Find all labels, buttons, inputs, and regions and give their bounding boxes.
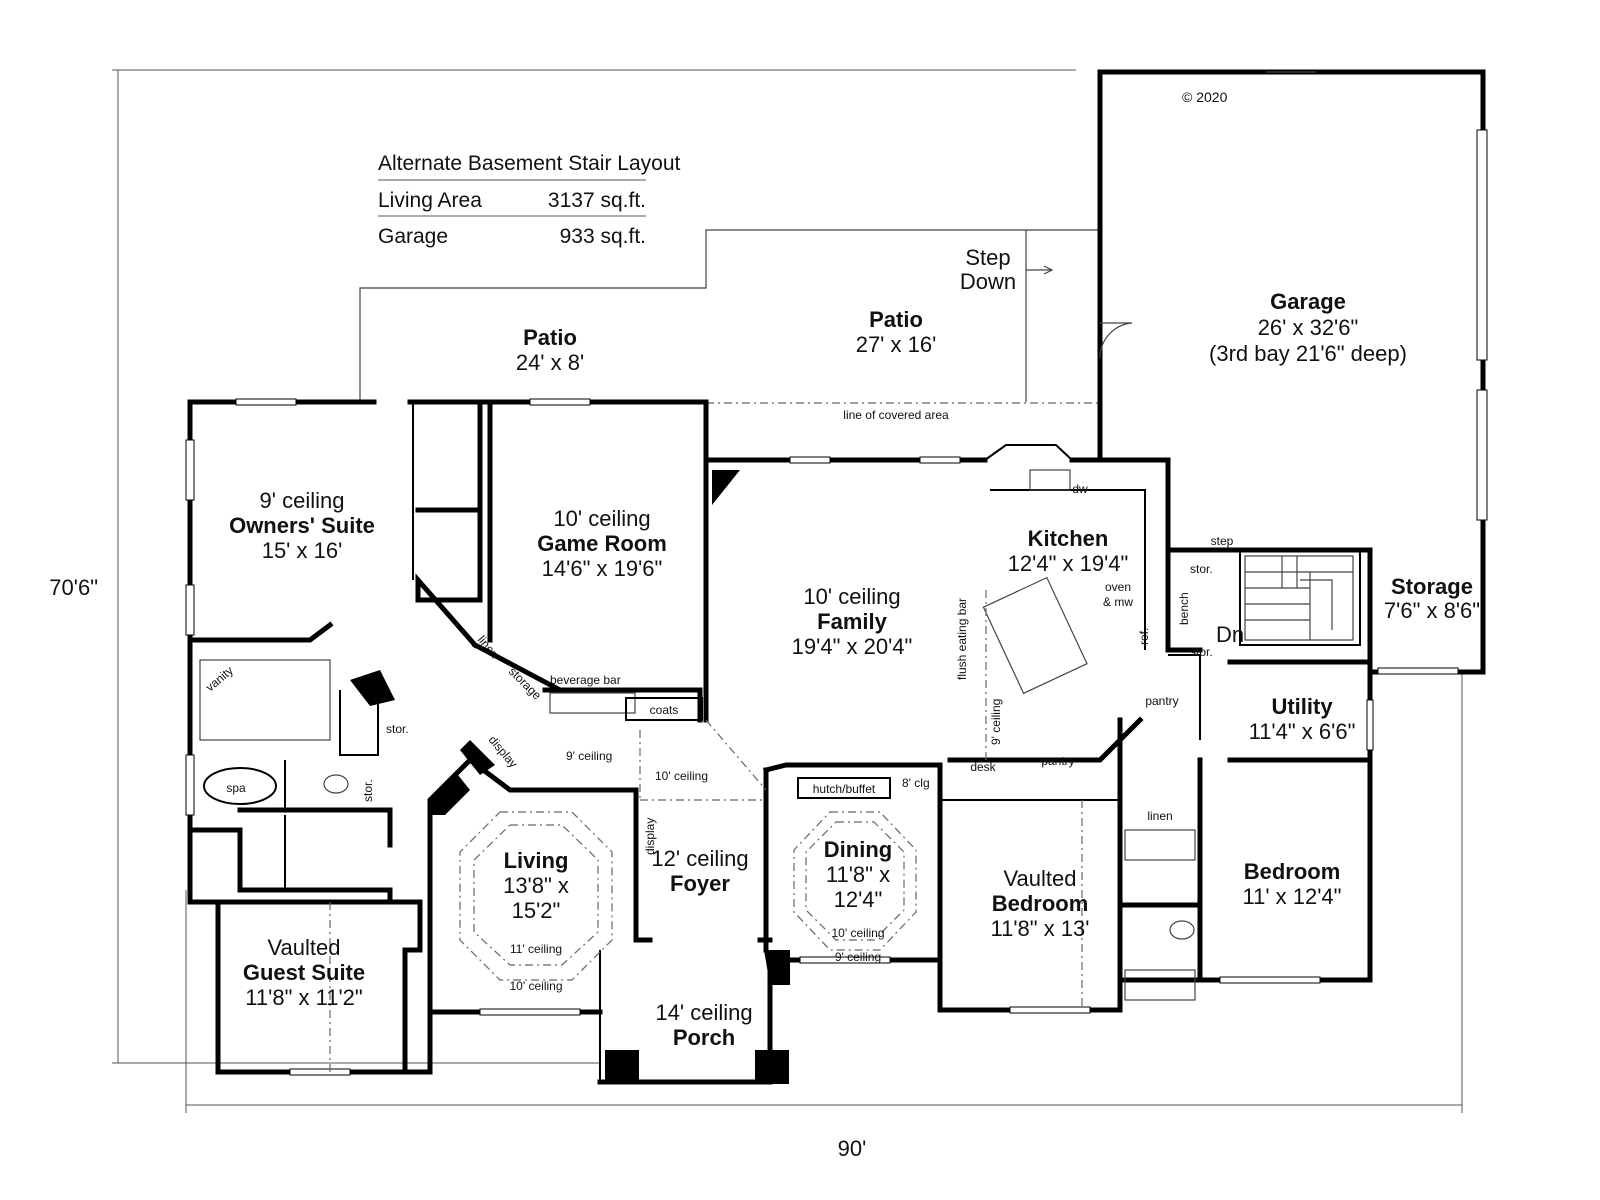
- fireplaces: [350, 470, 790, 1084]
- utility-name: Utility: [1271, 694, 1333, 719]
- living-ceiling-outer: [459, 811, 613, 981]
- kitchen-name: Kitchen: [1028, 526, 1109, 551]
- area-table: Alternate Basement Stair Layout Living A…: [378, 152, 681, 248]
- display-label-foyer: display: [643, 818, 657, 855]
- vaulted-bedroom-size: 11'8" x 13': [991, 916, 1090, 941]
- porch-name: Porch: [673, 1025, 735, 1050]
- living-ceiling-outer-label: 10' ceiling: [510, 979, 563, 993]
- dining-ceiling-outer-label: 9' ceiling: [835, 950, 881, 964]
- ceiling-9-vertical: 9' ceiling: [989, 699, 1003, 745]
- beverage-bar-label: beverage bar: [550, 673, 621, 687]
- flush-eating-bar-label: flush eating bar: [955, 598, 969, 680]
- stor-label-mud-2: stor.: [1190, 645, 1213, 659]
- game-room-size: 14'6" x 19'6": [542, 556, 663, 581]
- stor-label-owners: stor.: [386, 722, 409, 736]
- bedroom-name: Bedroom: [1244, 859, 1341, 884]
- storage-size: 7'6" x 8'6": [1384, 598, 1480, 623]
- living-ceiling-inner-label: 11' ceiling: [510, 942, 562, 956]
- step-down-line1: Step: [965, 245, 1010, 270]
- living-size-line2: 15'2": [512, 898, 561, 923]
- dining-name: Dining: [824, 837, 892, 862]
- step-down-line2: Down: [960, 269, 1016, 294]
- ref-label: ref.: [1137, 628, 1151, 645]
- dining-size-line2: 12'4": [834, 887, 883, 912]
- game-room-ceiling: 10' ceiling: [553, 506, 650, 531]
- storage-name: Storage: [1391, 574, 1473, 599]
- dining-ceiling-inner: [805, 821, 905, 941]
- vaulted-bedroom-vault: Vaulted: [1004, 866, 1077, 891]
- linen-label-hall: linen: [1147, 809, 1172, 823]
- owners-suite-ceiling: 9' ceiling: [260, 488, 345, 513]
- mw-label: & mw: [1103, 595, 1133, 609]
- kitchen-size: 12'4" x 19'4": [1008, 551, 1129, 576]
- fixtures: [199, 469, 1196, 1001]
- desk-label: desk: [970, 760, 996, 774]
- garage-name: Garage: [1270, 289, 1346, 314]
- owners-suite-name: Owners' Suite: [229, 513, 375, 538]
- guest-suite-name: Guest Suite: [243, 960, 365, 985]
- ceiling-10-hall: 10' ceiling: [655, 769, 708, 783]
- family-ceiling: 10' ceiling: [803, 584, 900, 609]
- garage-area-value: 933 sq.ft.: [560, 225, 646, 248]
- covered-area-label: line of covered area: [843, 408, 949, 422]
- dw-label: dw: [1072, 482, 1088, 496]
- depth-dimension: 70'6": [49, 575, 98, 600]
- living-size-line1: 13'8" x: [503, 873, 569, 898]
- spa-label: spa: [226, 781, 246, 795]
- patio-left-size: 24' x 8': [516, 350, 584, 375]
- ceiling-lines: [329, 590, 1083, 1072]
- dining-ceiling-outer: [793, 811, 917, 951]
- dining-size-line1: 11'8" x: [826, 862, 890, 887]
- patio-outline: [359, 229, 1100, 404]
- stairs-down-label: Dn: [1216, 622, 1244, 647]
- guest-suite-size: 11'8" x 11'2": [245, 985, 362, 1010]
- vaulted-bedroom-name: Bedroom: [992, 891, 1089, 916]
- dimension-lines: [112, 69, 1463, 1113]
- foyer-name: Foyer: [670, 871, 730, 896]
- interior-walls: [187, 399, 1373, 1075]
- bench-label: bench: [1177, 592, 1191, 625]
- copyright: © 2020: [1182, 89, 1228, 105]
- guest-suite-vault: Vaulted: [268, 935, 341, 960]
- living-area-value: 3137 sq.ft.: [548, 189, 646, 212]
- vanity-label: vanity: [203, 663, 236, 694]
- family-size: 19'4" x 20'4": [792, 634, 913, 659]
- bedroom-size: 11' x 12'4": [1243, 884, 1342, 909]
- garage-note: (3rd bay 21'6" deep): [1209, 341, 1407, 366]
- garage-size: 26' x 32'6": [1258, 315, 1359, 340]
- dining-ceiling-inner-label: 10' ceiling: [832, 926, 885, 940]
- patio-left-name: Patio: [523, 325, 577, 350]
- owners-suite-size: 15' x 16': [262, 538, 343, 563]
- coats-label: coats: [650, 703, 679, 717]
- family-name: Family: [817, 609, 887, 634]
- width-dimension: 90': [838, 1136, 867, 1161]
- game-room-name: Game Room: [537, 531, 667, 556]
- windows: [185, 398, 1459, 1076]
- hutch-buffet-label: hutch/buffet: [813, 782, 876, 796]
- living-name: Living: [504, 848, 569, 873]
- foyer-ceiling: 12' ceiling: [651, 846, 748, 871]
- kitchen-island: [982, 576, 1088, 695]
- pantry-label-kitchen: pantry: [1041, 754, 1074, 768]
- patio-right-name: Patio: [869, 307, 923, 332]
- step-label: step: [1211, 534, 1234, 548]
- garage-area-label: Garage: [378, 225, 448, 248]
- patio-right-size: 27' x 16': [856, 332, 937, 357]
- ceiling-9-hall: 9' ceiling: [566, 749, 612, 763]
- stor-label-mud-1: stor.: [1190, 562, 1213, 576]
- utility-size: 11'4" x 6'6": [1249, 719, 1356, 744]
- area-table-title: Alternate Basement Stair Layout: [378, 152, 681, 175]
- porch-ceiling: 14' ceiling: [655, 1000, 752, 1025]
- pantry-label-hall: pantry: [1145, 694, 1178, 708]
- living-ceiling-inner: [473, 824, 599, 966]
- spa-tub: [203, 767, 277, 805]
- living-area-label: Living Area: [378, 189, 482, 212]
- ceiling-8-label: 8' clg: [902, 776, 930, 790]
- stor-label-bath: stor.: [361, 779, 375, 802]
- oven-label: oven: [1105, 580, 1131, 594]
- basement-stairs: [1244, 555, 1354, 641]
